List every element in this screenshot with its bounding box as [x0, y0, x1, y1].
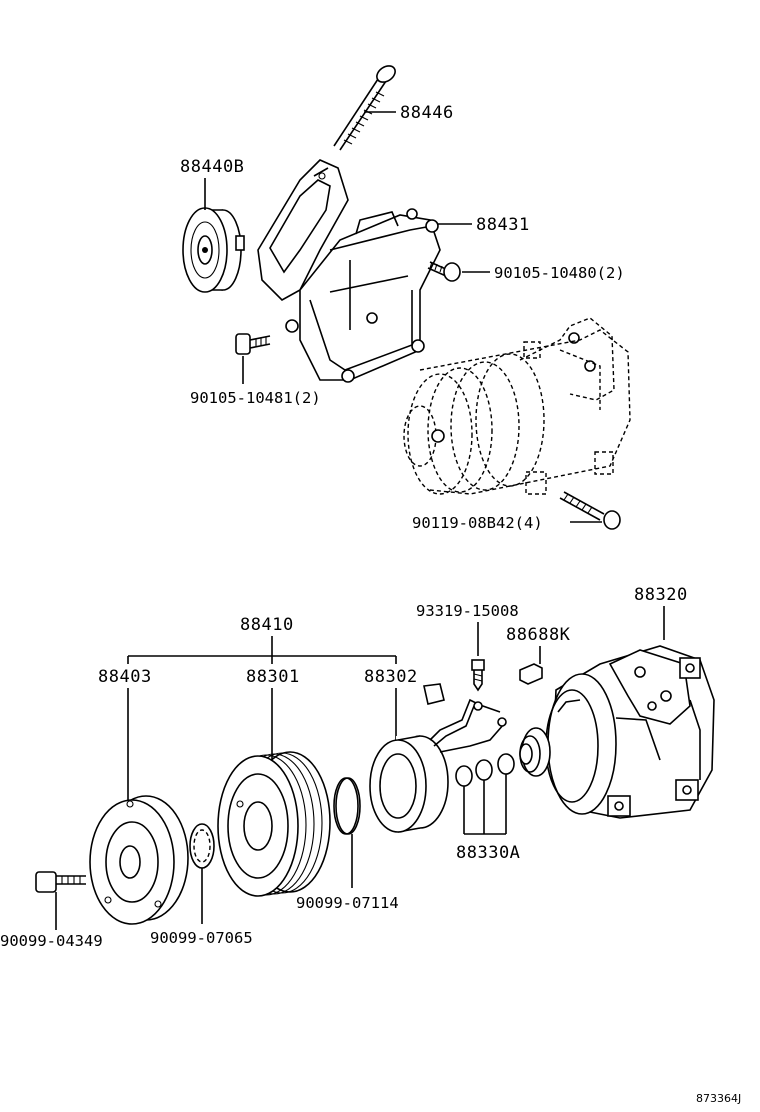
- label-93319-15008: 93319-15008: [416, 602, 519, 620]
- label-90105-10481: 90105-10481(2): [190, 389, 321, 407]
- label-88410: 88410: [240, 615, 294, 635]
- compressor-dashed-outline: [403, 317, 631, 495]
- bolt-90105-10481: [235, 333, 271, 355]
- shim-ring-90099-07065: [189, 823, 215, 869]
- label-88403: 88403: [98, 667, 152, 687]
- label-90099-07114: 90099-07114: [296, 894, 399, 912]
- diagram-reference-code: 873364J: [696, 1092, 741, 1105]
- label-90099-07065: 90099-07065: [150, 929, 253, 947]
- snap-ring-90099-07114: [333, 777, 361, 835]
- bolt-90105-10480: [427, 261, 461, 282]
- field-coil-88302: [369, 683, 507, 833]
- bolt-90119-08b42: [559, 491, 621, 530]
- label-88330a: 88330A: [456, 843, 520, 863]
- label-90105-10480: 90105-10480(2): [494, 264, 625, 282]
- screw-93319-15008: [471, 659, 485, 692]
- bolt-90099-04349: [35, 871, 86, 893]
- label-88446: 88446: [400, 103, 454, 123]
- label-88688k: 88688K: [506, 625, 571, 645]
- label-88431: 88431: [476, 215, 530, 235]
- label-88301: 88301: [246, 667, 300, 687]
- label-88440b: 88440B: [180, 157, 244, 177]
- label-88320: 88320: [634, 585, 688, 605]
- clutch-hub-88403: [89, 795, 189, 925]
- clamp-88688k: [519, 663, 543, 685]
- pulley-88301: [217, 751, 331, 897]
- long-bolt-88446: [333, 65, 396, 151]
- label-90099-04349: 90099-04349: [0, 932, 103, 950]
- label-90119-08b42: 90119-08B42(4): [412, 514, 543, 532]
- compressor-88320: [519, 645, 715, 819]
- leader-88410-group: [127, 636, 397, 664]
- idler-pulley-88440b: [182, 207, 245, 293]
- compressor-bracket-88431: [257, 159, 441, 383]
- label-88302: 88302: [364, 667, 418, 687]
- leader-88330a: [463, 774, 507, 835]
